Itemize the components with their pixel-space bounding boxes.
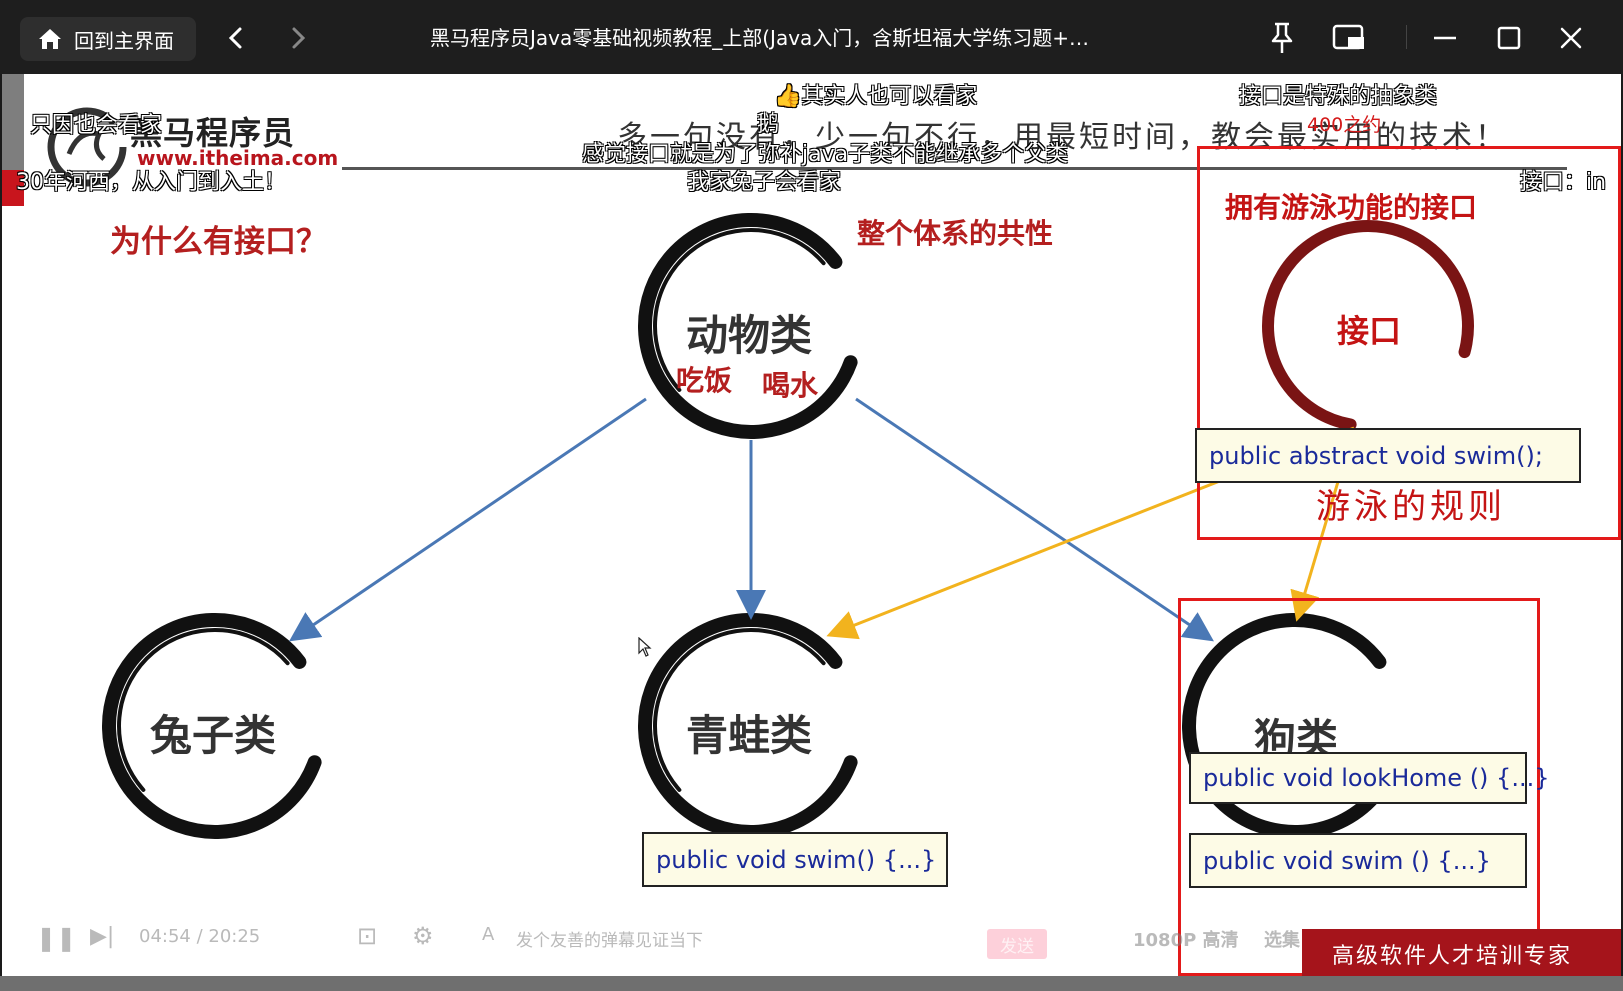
danmaku-comment: 感觉接口就是为了弥补java子类不能继承多个父类: [582, 142, 1069, 167]
title-bar: 回到主界面 黑马程序员Java零基础视频教程_上部(Java入门，含斯坦福大学练…: [0, 0, 1623, 74]
titlebar-divider: [1406, 25, 1407, 49]
danmaku-toggle-icon[interactable]: ⊡: [357, 922, 378, 950]
animal-circle: [638, 213, 864, 439]
danmaku-comment: 30年河西，从入门到入土！: [16, 170, 286, 195]
danmaku-settings-icon[interactable]: ⚙: [412, 922, 434, 950]
slogan-banner: 高级软件人才培训专家: [1302, 929, 1621, 976]
pip-icon[interactable]: [1331, 20, 1367, 56]
look-home-code: public void lookHome () {...}: [1189, 752, 1549, 804]
slide-side-bar: [2, 74, 24, 170]
frog-label: 青蛙类: [686, 711, 813, 760]
arrow-animal-rabbit: [289, 397, 647, 642]
danmaku-comment: 👍其实人也可以看家: [774, 84, 978, 109]
danmaku-comment: 我家兔子会看家: [687, 170, 842, 195]
logo-title: 黑马程序员: [130, 114, 296, 152]
slide-header-text: 多一句没有，少一句不行，用最短时间，教会最实用的技术！: [617, 120, 1508, 155]
rabbit-label: 兔子类: [150, 711, 277, 760]
home-button-label: 回到主界面: [74, 28, 174, 53]
dog-swim-code: public void swim () {...}: [1189, 833, 1527, 888]
video-frame[interactable]: 黑马程序员 www.itheima.com 多一句没有，少一句不行，用最短时间，…: [2, 74, 1621, 976]
interface-highlight-box: [1197, 146, 1621, 540]
pause-icon[interactable]: ❚❚: [36, 924, 77, 952]
thumbs-up-icon: 👍: [774, 84, 802, 109]
play-time: 04:54 / 20:25: [139, 926, 261, 947]
episode-selector[interactable]: 选集: [1264, 930, 1300, 951]
maximize-icon[interactable]: [1491, 20, 1527, 56]
frog-swim-code: public void swim() {...}: [642, 832, 948, 887]
pin-icon[interactable]: [1264, 20, 1300, 56]
forward-icon[interactable]: [280, 20, 316, 56]
slide-side-accent: [2, 170, 24, 206]
back-icon[interactable]: [218, 20, 254, 56]
swim-rule-note: 游泳的规则: [1316, 487, 1506, 527]
abstract-swim-code: public abstract void swim();: [1195, 428, 1581, 483]
question-heading: 为什么有接口？: [110, 224, 327, 260]
mouse-cursor-icon: [638, 636, 652, 661]
logo-url: www.itheima.com: [137, 146, 339, 170]
interface-circle: [1262, 220, 1474, 432]
danmaku-comment: 只因也会看家: [30, 113, 163, 138]
frog-circle: [638, 613, 864, 839]
diagram-canvas: [102, 213, 1474, 839]
next-icon[interactable]: ▶|: [90, 924, 115, 949]
danmaku-comment: 接口是特殊的抽象类: [1239, 84, 1438, 109]
rabbit-circle: [102, 613, 328, 839]
interface-box-title: 拥有游泳功能的接口: [1225, 191, 1478, 224]
quality-selector[interactable]: 1080P 高清: [1133, 930, 1239, 951]
danmaku-comment: 鹅: [757, 112, 780, 137]
commonality-label: 整个体系的共性: [857, 217, 1054, 250]
home-button[interactable]: 回到主界面: [20, 17, 196, 61]
player-controls: ❚❚ ▶| 04:54 / 20:25 ⊡ ⚙ A 发个友善的弹幕见证当下 10…: [2, 904, 1621, 976]
home-icon: [36, 25, 64, 53]
danmaku-style-icon[interactable]: A: [482, 924, 495, 945]
animal-label: 动物类: [686, 311, 813, 360]
danmaku-input[interactable]: 发个友善的弹幕见证当下: [516, 931, 703, 951]
close-icon[interactable]: [1553, 20, 1589, 56]
progress-track[interactable]: [0, 976, 1623, 991]
send-danmaku-button[interactable]: 发送: [987, 929, 1047, 959]
eat-label: 吃饭: [676, 364, 733, 397]
interface-circle-label: 接口: [1337, 312, 1402, 350]
window-title: 黑马程序员Java零基础视频教程_上部(Java入门，含斯坦福大学练习题+…: [430, 26, 1090, 50]
slide-header-line: [342, 167, 1567, 170]
minimize-icon[interactable]: [1427, 20, 1463, 56]
danmaku-comment: 400之约: [1307, 114, 1382, 136]
itheima-logo-icon: [44, 104, 130, 194]
arrow-animal-dog: [855, 397, 1214, 642]
danmaku-comment: 接口：in: [1520, 170, 1607, 195]
drink-label: 喝水: [762, 369, 819, 402]
